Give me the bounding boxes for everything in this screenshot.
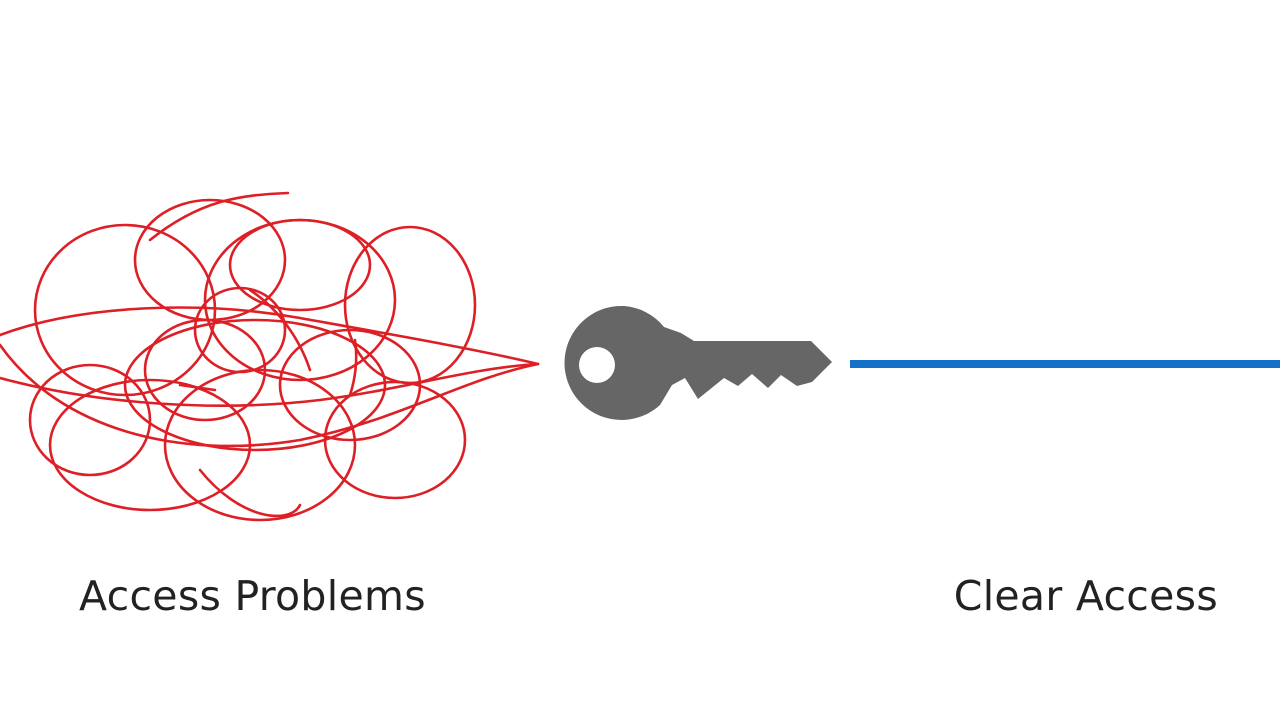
key-icon bbox=[564, 305, 832, 420]
tangled-scribble bbox=[0, 191, 540, 522]
clear-access-label: Clear Access bbox=[953, 572, 1218, 620]
access-problems-label: Access Problems bbox=[79, 572, 426, 620]
